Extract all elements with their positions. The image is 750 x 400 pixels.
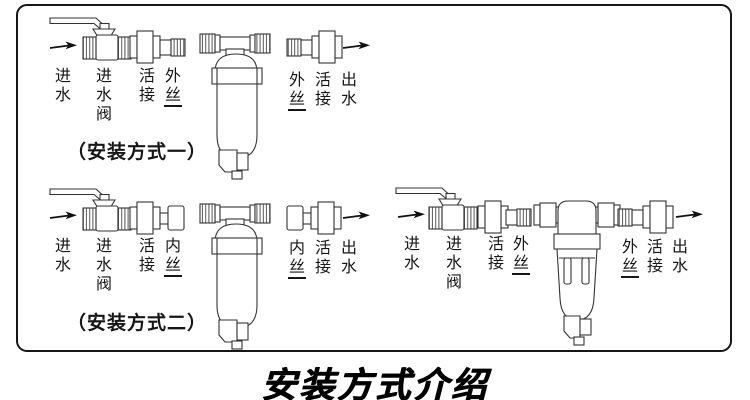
label-outlet-water: 出水 [671, 237, 688, 275]
union-fitting-drawing [129, 30, 161, 64]
diagram-border-frame [16, 4, 732, 352]
male-thread-fitting-drawing [505, 208, 532, 227]
union-fitting-drawing [310, 201, 342, 235]
prefilter-drawing [199, 203, 271, 350]
caption-method-2: （安装方式二） [67, 312, 208, 334]
union-fitting-drawing [477, 200, 509, 234]
female-thread-fitting-drawing [286, 205, 312, 231]
label-union: 活接 [646, 237, 663, 275]
union-fitting-drawing [642, 200, 674, 234]
flow-arrow-icon [49, 210, 78, 221]
inlet-valve-drawing [49, 188, 132, 232]
inlet-valve-drawing [395, 187, 478, 231]
label-inlet-water: 进水 [403, 234, 420, 272]
label-inlet-valve: 进水阀 [445, 234, 462, 291]
label-union: 活接 [314, 238, 331, 276]
male-thread-fitting-drawing [286, 38, 313, 57]
caption-method-1: （安装方式一） [67, 141, 208, 163]
flow-arrow-icon [342, 40, 371, 51]
male-thread-fitting-drawing [617, 208, 644, 227]
label-male-thread: 外丝 [288, 70, 306, 111]
union-fitting-drawing [129, 201, 161, 235]
prefilter-drawing [199, 33, 271, 180]
flow-arrow-icon [342, 210, 371, 221]
label-union: 活接 [138, 66, 155, 104]
flow-arrow-icon [397, 209, 426, 220]
flow-arrow-icon [675, 209, 704, 220]
male-thread-fitting-drawing [159, 38, 186, 57]
label-female-thread: 内丝 [288, 238, 306, 279]
label-inlet-valve: 进水阀 [95, 236, 112, 293]
union-fitting-drawing [311, 30, 343, 64]
label-female-thread: 内丝 [164, 236, 182, 277]
label-outlet-water: 出水 [340, 70, 357, 108]
label-union: 活接 [138, 236, 155, 274]
clear-prefilter-drawing [533, 200, 621, 346]
label-male-thread: 外丝 [512, 234, 530, 275]
female-thread-fitting-drawing [159, 205, 185, 231]
label-inlet-valve: 进水阀 [95, 66, 112, 123]
inlet-valve-drawing [49, 17, 132, 61]
label-inlet-water: 进水 [54, 66, 71, 104]
page-title: 安装方式介绍 [260, 366, 489, 400]
flow-arrow-icon [49, 40, 78, 51]
label-union: 活接 [487, 234, 504, 272]
label-inlet-water: 进水 [54, 236, 71, 274]
label-outlet-water: 出水 [340, 238, 357, 276]
label-union: 活接 [314, 70, 331, 108]
label-male-thread: 外丝 [164, 66, 182, 107]
label-male-thread: 外丝 [621, 237, 639, 278]
